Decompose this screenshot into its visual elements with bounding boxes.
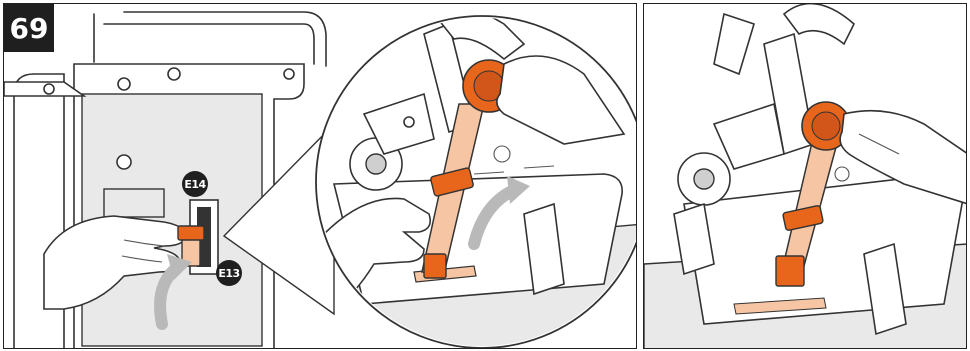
right-panel [643, 3, 967, 349]
upper-bracket [714, 14, 754, 74]
hinge-bolt-right [694, 169, 714, 189]
rivet-left [118, 78, 130, 90]
handle-pin [44, 84, 54, 94]
strap-clip [424, 254, 446, 278]
strap-clip-right [776, 256, 804, 286]
callout-e14: E14 [182, 171, 208, 197]
step-number: 69 [4, 4, 54, 52]
callout-e13: E13 [216, 260, 242, 286]
left-illustration [4, 4, 637, 349]
rivet-top [168, 68, 180, 80]
hinge-bracket-right [714, 104, 784, 169]
slot-plate [104, 189, 164, 217]
left-panel: 69 [3, 3, 637, 349]
rivet-middle [117, 155, 131, 169]
right-illustration [644, 4, 967, 349]
frame-top [94, 12, 326, 66]
seat-emblem-icon-right [835, 167, 849, 181]
strap-buckle [178, 226, 204, 240]
rivet-right [284, 69, 294, 79]
bracket-rivet [404, 117, 414, 127]
frame-top-inner [104, 24, 314, 64]
hinge-bolt [366, 154, 386, 174]
strap-pad-center-right [812, 112, 840, 140]
